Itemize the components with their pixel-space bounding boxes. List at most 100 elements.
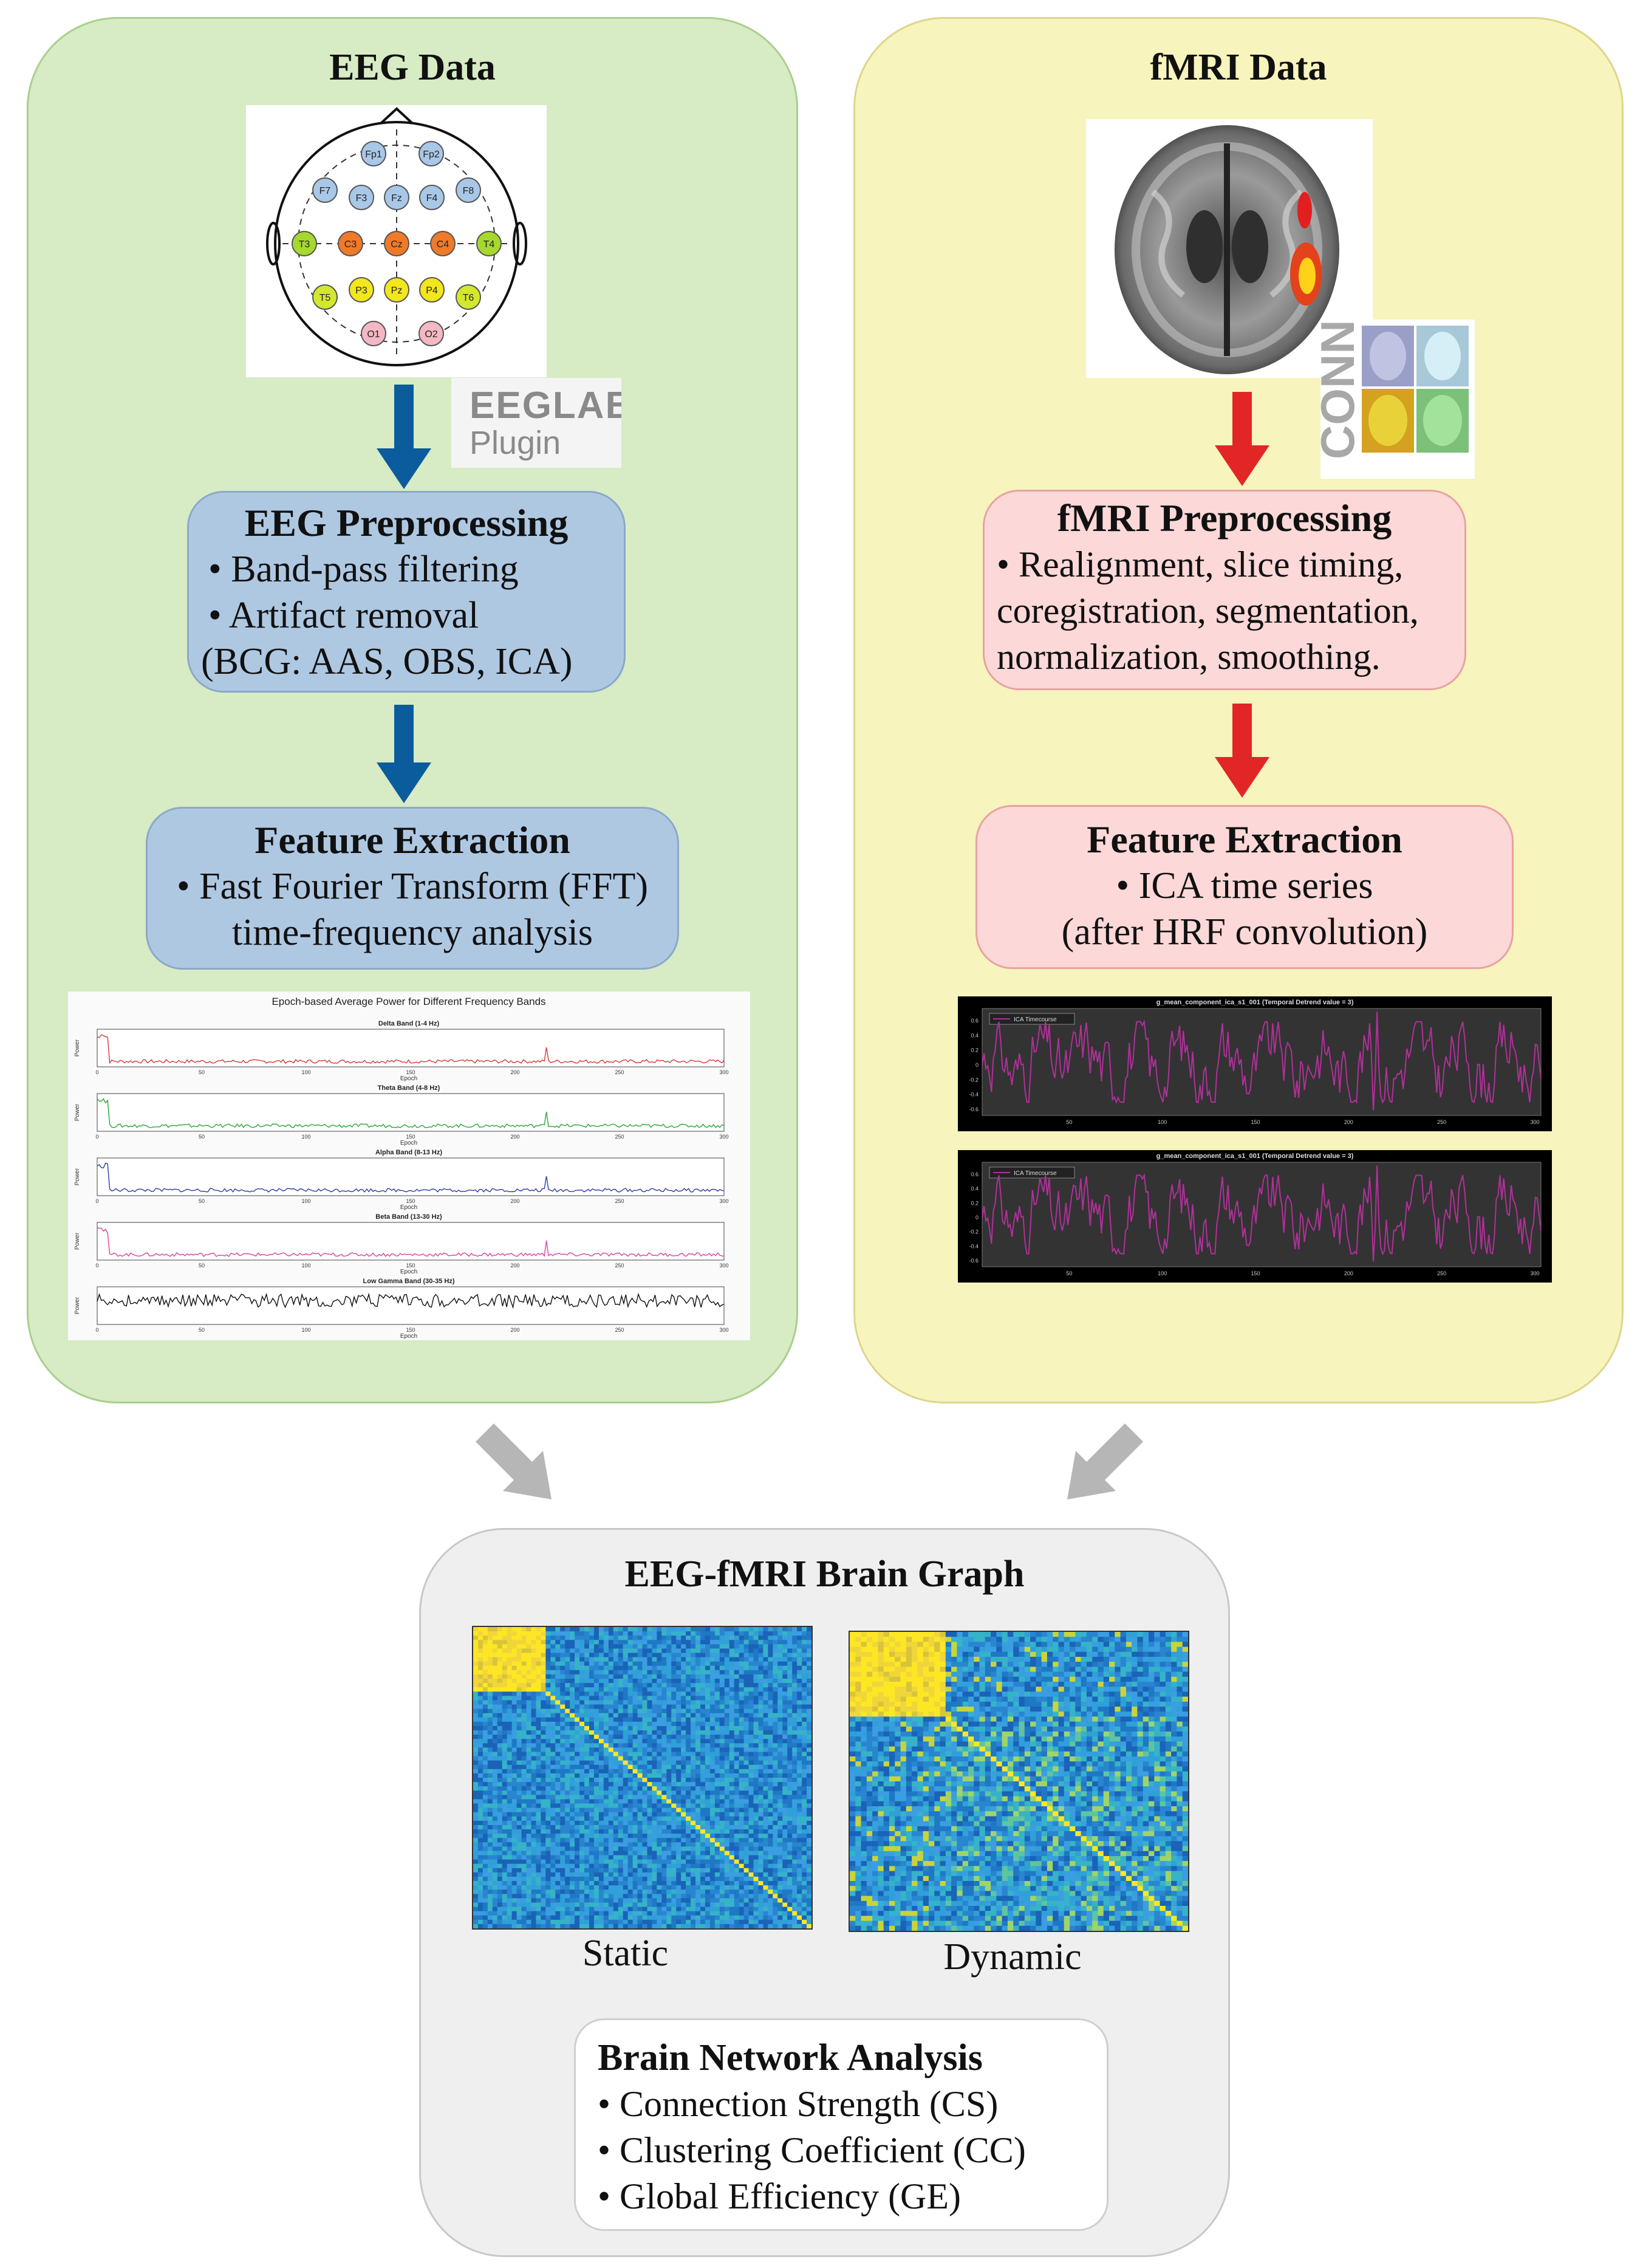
static-label: Static (582, 1933, 669, 1974)
band-title: Theta Band (4-8 Hz) (378, 1084, 440, 1092)
band-xtick: 0 (95, 1069, 98, 1075)
band-ylabel: Power (74, 1039, 81, 1057)
eeg-to-graph-arrow (476, 1423, 552, 1499)
svg-text:Cz: Cz (391, 239, 403, 250)
ts-trace (982, 1012, 1542, 1111)
conn-logo: CONN (1320, 320, 1475, 479)
static-connectivity-matrix (472, 1626, 813, 1930)
svg-text:P3: P3 (355, 286, 367, 296)
band-trace (97, 1292, 725, 1309)
electrode-fz: Fz (384, 185, 409, 210)
ts-ytick: -0.4 (969, 1092, 979, 1098)
eeg-arrow-2 (377, 705, 431, 803)
electrode-t3: T3 (292, 231, 317, 256)
fmri-preprocessing-title: fMRI Preprocessing (1057, 496, 1392, 540)
svg-text:C4: C4 (437, 239, 449, 250)
ts-xtick: 200 (1344, 1119, 1353, 1125)
dynamic-connectivity-matrix (849, 1631, 1189, 1932)
band-xtick: 200 (510, 1327, 519, 1333)
svg-text:Fp2: Fp2 (423, 149, 440, 160)
fmri-pre-line: coregistration, segmentation, (997, 591, 1419, 631)
svg-text:C3: C3 (344, 239, 357, 250)
electrode-t4: T4 (476, 231, 502, 256)
band-xtick: 100 (301, 1198, 310, 1204)
eeg-feature-line: time-frequency analysis (232, 912, 593, 953)
electrode-c3: C3 (338, 231, 363, 256)
fmri-arrow-1 (1215, 392, 1269, 486)
band-trace (97, 1098, 725, 1129)
svg-text:T6: T6 (463, 293, 474, 303)
electrode-fp2: Fp2 (418, 141, 444, 166)
electrode-o1: O1 (361, 321, 386, 346)
ts-xtick: 300 (1530, 1119, 1539, 1125)
fmri-title: fMRI Data (1150, 47, 1327, 88)
band-xtick: 200 (510, 1134, 519, 1140)
band-xtick: 0 (95, 1134, 98, 1140)
band-xtick: 0 (95, 1198, 98, 1204)
band-xtick: 150 (406, 1327, 415, 1333)
fmri-feature-box: Feature Extraction • ICA time series (af… (975, 805, 1514, 969)
band-xtick: 100 (301, 1069, 310, 1075)
band-xtick: 100 (301, 1327, 310, 1333)
electrode-f7: F7 (312, 177, 338, 203)
fmri-feature-line: (after HRF convolution) (1061, 911, 1428, 953)
band-xtick: 50 (199, 1327, 205, 1333)
band-xtick: 250 (615, 1262, 624, 1269)
fmri-to-graph-arrow (1067, 1423, 1143, 1499)
band-xtick: 50 (199, 1134, 205, 1140)
band-xlabel: Epoch (400, 1269, 417, 1275)
fmri-feature-title: Feature Extraction (1087, 818, 1402, 861)
eeg-feature-line: • Fast Fourier Transform (FFT) (176, 866, 649, 907)
electrode-cz: Cz (384, 231, 409, 256)
brain-network-analysis-box: Brain Network Analysis • Connection Stre… (574, 2018, 1108, 2231)
eeg-title: EEG Data (329, 47, 496, 88)
svg-text:Fz: Fz (391, 193, 402, 204)
band-xtick: 300 (719, 1134, 728, 1140)
band-title: Low Gamma Band (30-35 Hz) (363, 1278, 455, 1285)
eeglab-logo-text: EEGLAB (470, 385, 621, 427)
ts-ytick: 0.4 (971, 1032, 979, 1038)
electrode-f4: F4 (419, 185, 445, 210)
ts-ytick: -0.2 (969, 1077, 979, 1083)
conn-logo-text: CONN (1320, 320, 1364, 459)
band-xtick: 300 (719, 1198, 728, 1204)
plugin-logo-text: Plugin (470, 425, 561, 461)
band-ylabel: Power (74, 1232, 81, 1250)
band-xlabel: Epoch (400, 1140, 417, 1146)
electrode-f3: F3 (349, 185, 374, 210)
ts-title: g_mean_component_ica_s1_001 (Temporal De… (1156, 999, 1354, 1006)
ts-ytick: 0 (975, 1062, 979, 1068)
band-xtick: 150 (406, 1198, 415, 1204)
band-xtick: 0 (95, 1327, 98, 1333)
svg-text:T4: T4 (483, 239, 495, 250)
electrode-fp1: Fp1 (361, 141, 386, 166)
band-xtick: 200 (510, 1198, 519, 1204)
ts-trace (982, 1165, 1542, 1262)
ts-ytick: -0.6 (969, 1106, 979, 1112)
eeg-pre-line: • Band-pass filtering (208, 549, 519, 590)
ts-title: g_mean_component_ica_s1_001 (Temporal De… (1156, 1153, 1354, 1160)
band-trace (97, 1227, 725, 1258)
ts-ytick: 0.6 (971, 1018, 979, 1024)
electrode-p3: P3 (349, 277, 374, 303)
svg-text:T3: T3 (299, 239, 310, 250)
ts-ytick: 0.6 (971, 1171, 979, 1177)
ts-legend: ICA Timecourse (1014, 1170, 1057, 1177)
eeglab-plugin-logo: EEGLAB Plugin (451, 378, 621, 468)
ts-ytick: -0.6 (969, 1258, 979, 1264)
analysis-line: • Global Efficiency (GE) (598, 2176, 962, 2216)
ts-xtick: 150 (1251, 1270, 1260, 1276)
svg-text:F4: F4 (426, 193, 438, 204)
ts-xtick: 50 (1066, 1119, 1072, 1125)
fmri-brain-slice (1086, 119, 1373, 378)
eeg-pre-line: (BCG: AAS, OBS, ICA) (201, 641, 573, 682)
electrode-t6: T6 (456, 284, 481, 310)
band-xtick: 150 (406, 1134, 415, 1140)
eeg-preprocessing-box: EEG Preprocessing • Band-pass filtering … (187, 491, 626, 693)
fmri-arrow-2 (1215, 704, 1269, 798)
ts-legend: ICA Timecourse (1014, 1016, 1057, 1023)
eeg-feature-box: Feature Extraction • Fast Fourier Transf… (146, 807, 679, 970)
electrode-pz: Pz (384, 277, 409, 303)
svg-text:Fp1: Fp1 (365, 149, 382, 160)
